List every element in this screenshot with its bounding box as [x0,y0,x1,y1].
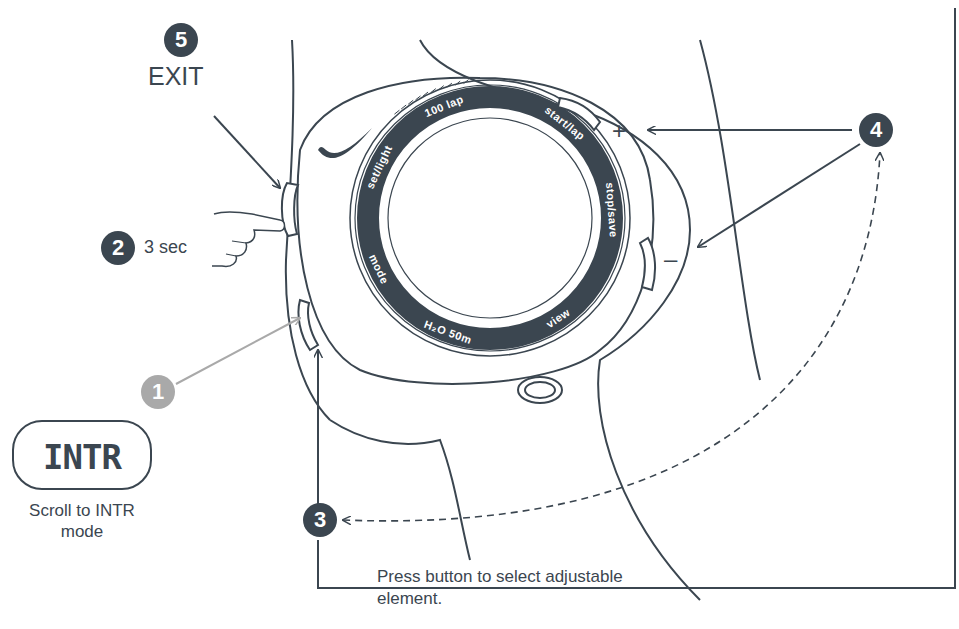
instruction-note: Press button to select adjustable elemen… [377,566,627,610]
callout-number: 1 [141,375,175,409]
callout-digit: 4 [870,117,882,143]
callout-digit: 2 [112,235,124,261]
callout-digit: 1 [152,379,164,405]
lcd-mode-text: INTR [12,420,152,490]
callout-digit: 3 [314,507,326,533]
callout-number: 2 [101,231,135,265]
callout-digit: 5 [175,27,187,53]
plus-button-label: + [612,117,626,145]
callout-number: 3 [303,503,337,537]
duration-label: 3 sec [144,237,187,258]
callout-number: 4 [859,113,893,147]
instruction-caption: Scroll to INTR mode [27,500,137,542]
dashed-connector [343,153,880,521]
exit-label: EXIT [148,62,204,91]
minus-button-label: – [664,245,677,273]
callout-number: 5 [164,23,198,57]
mode-display-box: INTR Scroll to INTR mode [12,420,152,542]
